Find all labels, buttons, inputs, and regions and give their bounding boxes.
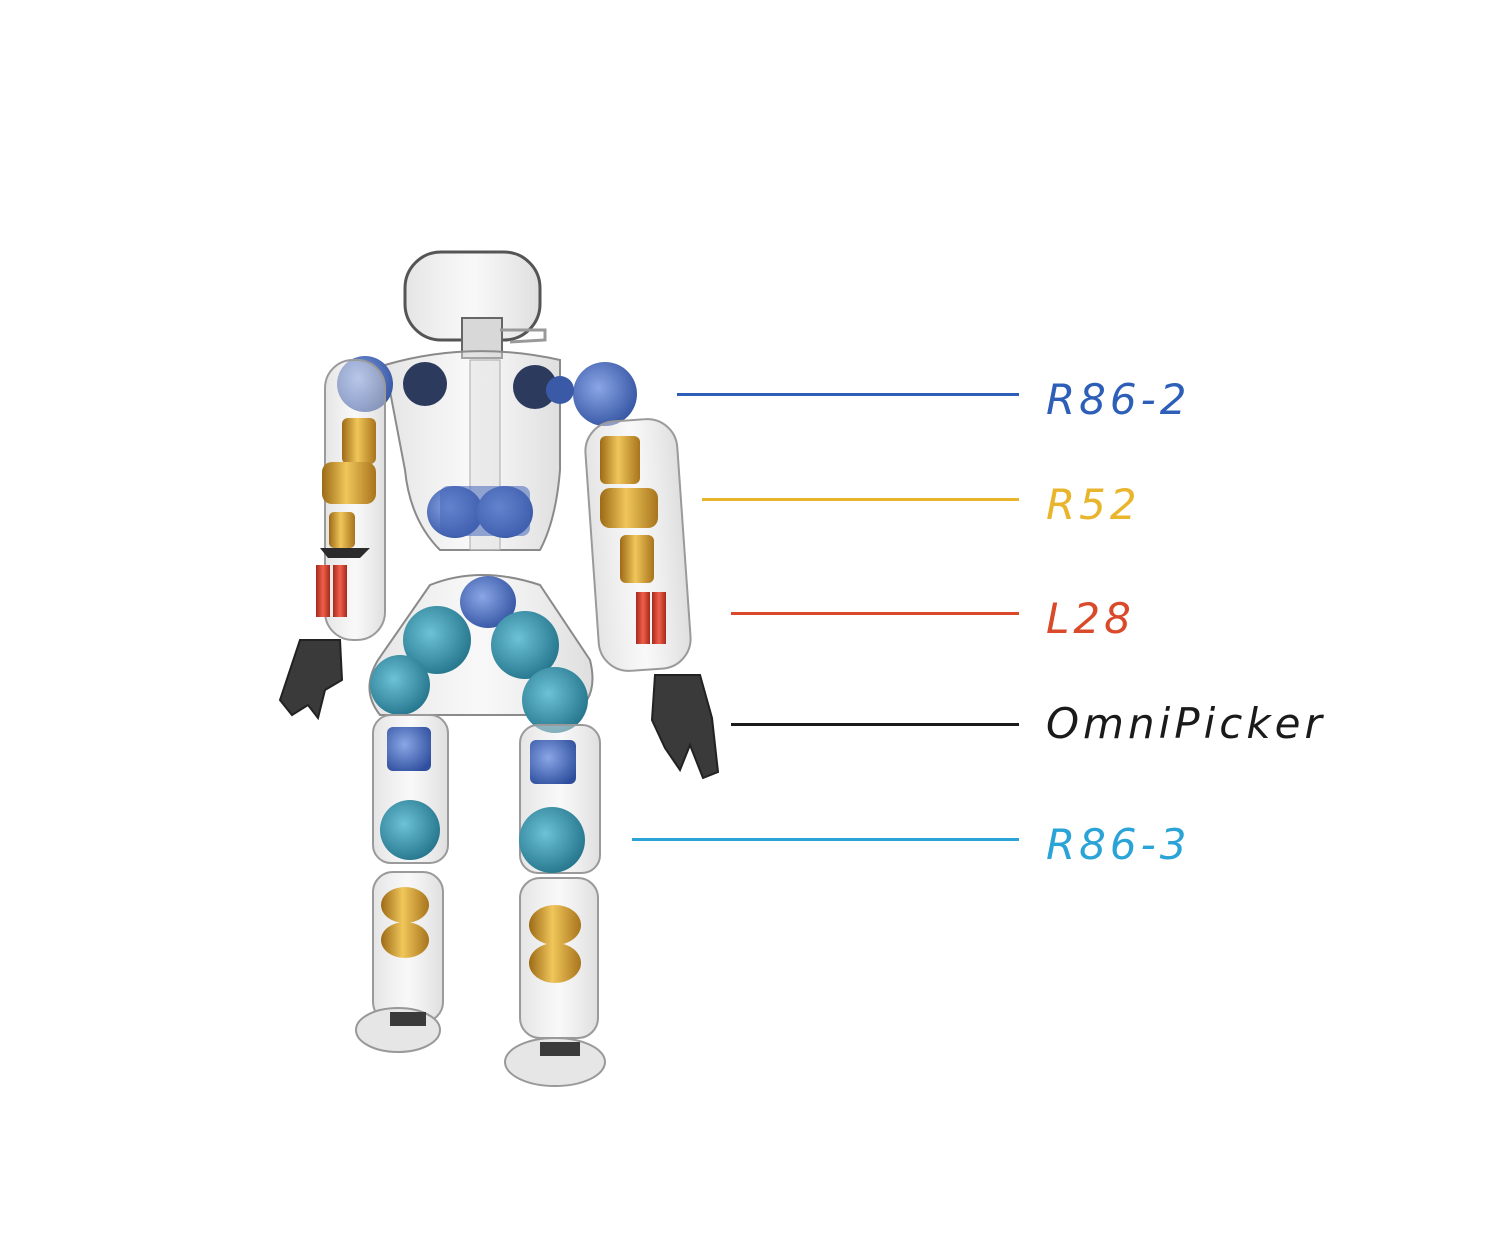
callout-line-l28 bbox=[731, 612, 1019, 615]
label-r52: R52 bbox=[1046, 480, 1141, 529]
robot-torso bbox=[383, 350, 561, 551]
robot-right-leg bbox=[504, 724, 606, 1087]
callout-line-r86-2 bbox=[677, 393, 1019, 396]
robot-left-leg bbox=[355, 714, 449, 1053]
label-r86-3: R86-3 bbox=[1046, 820, 1191, 869]
robot-right-arm bbox=[584, 418, 720, 780]
label-r86-2: R86-2 bbox=[1046, 375, 1191, 424]
label-l28: L28 bbox=[1046, 594, 1135, 643]
callout-line-r86-3 bbox=[632, 838, 1019, 841]
robot-left-arm bbox=[278, 359, 386, 721]
label-omnipicker: OmniPicker bbox=[1046, 699, 1326, 748]
callout-line-r52 bbox=[702, 498, 1019, 501]
robot-pelvis bbox=[368, 574, 594, 733]
robot-head bbox=[403, 250, 547, 359]
callout-line-omnipicker bbox=[731, 723, 1019, 726]
